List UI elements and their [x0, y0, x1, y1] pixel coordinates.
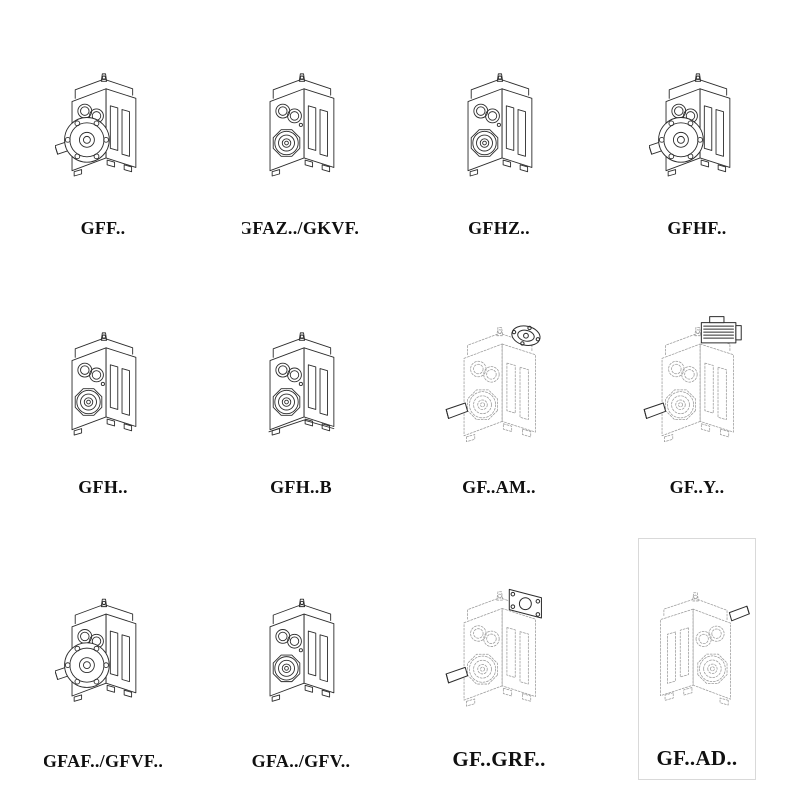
gearbox-drawing-gfaz	[244, 24, 358, 216]
gearbox-bore-illustration	[55, 289, 151, 469]
gearbox-bore-illustration	[253, 30, 349, 210]
gearbox-drawing-gff	[46, 24, 160, 216]
model-label: GFH..B	[270, 476, 332, 497]
gearbox-drawing-gfaf	[46, 542, 160, 749]
gearbox-drawing-gfh-b	[244, 283, 358, 475]
cell-gf-am: GF..AM..	[440, 279, 558, 506]
cell-gfhf: GFHF..	[638, 20, 756, 247]
model-label: GF..AD..	[656, 746, 738, 770]
gearbox-drawing-gfa	[244, 542, 358, 749]
gearbox-drawing-gfhf	[640, 24, 754, 216]
gearbox-foot-mounted-illustration	[268, 289, 349, 469]
gearbox-phantom-input-flange-illustration	[446, 588, 543, 739]
model-label: GFAF../GFVF..	[44, 751, 162, 771]
cell-gfaz-gkvf: GFAZ../GKVF..	[242, 20, 360, 247]
gearbox-bore-illustration	[253, 548, 349, 743]
gearbox-phantom-servo-adapter-illustration	[446, 324, 542, 469]
gearbox-drawing-gf-am	[442, 283, 556, 475]
cell-gf-ad: GF..AD..	[638, 537, 756, 780]
model-label: GFA../GFV..	[251, 751, 351, 771]
cell-gff: GFF..	[44, 20, 162, 247]
gearbox-drawing-gf-ad	[641, 543, 753, 744]
model-label: GFHF..	[667, 217, 727, 238]
gearbox-flange-illustration	[55, 548, 151, 743]
cell-gf-grf: GF..GRF..	[440, 538, 558, 780]
cell-gfh-b: GFH..B	[242, 279, 360, 506]
gearbox-flange-illustration	[649, 30, 745, 210]
cell-gfh: GFH..	[44, 279, 162, 506]
gearbox-drawing-gfhz	[442, 24, 556, 216]
model-label: GF..GRF..	[452, 747, 546, 771]
gearbox-drawing-gfh	[46, 283, 160, 475]
gearbox-phantom-motor-illustration	[644, 315, 743, 469]
gearbox-bore-illustration	[451, 30, 547, 210]
model-label: GFHZ..	[468, 217, 530, 238]
cell-gf-y: GF..Y..	[638, 279, 756, 506]
gearbox-drawing-gf-y	[640, 283, 754, 475]
gearbox-drawing-gf-grf	[442, 542, 556, 745]
model-label: GFH..	[78, 476, 128, 497]
model-label: GFAZ../GKVF..	[242, 217, 360, 238]
model-label: GF..AM..	[462, 476, 536, 497]
gearbox-flange-illustration	[55, 30, 151, 210]
gearbox-phantom-shaft-input-illustration	[644, 549, 750, 738]
cell-gfaf-gfvf: GFAF../GFVF..	[44, 538, 162, 780]
model-label: GF..Y..	[669, 476, 725, 497]
cell-gfhz: GFHZ..	[440, 20, 558, 247]
model-label: GFF..	[80, 217, 126, 238]
cell-gfa-gfv: GFA../GFV..	[242, 538, 360, 780]
